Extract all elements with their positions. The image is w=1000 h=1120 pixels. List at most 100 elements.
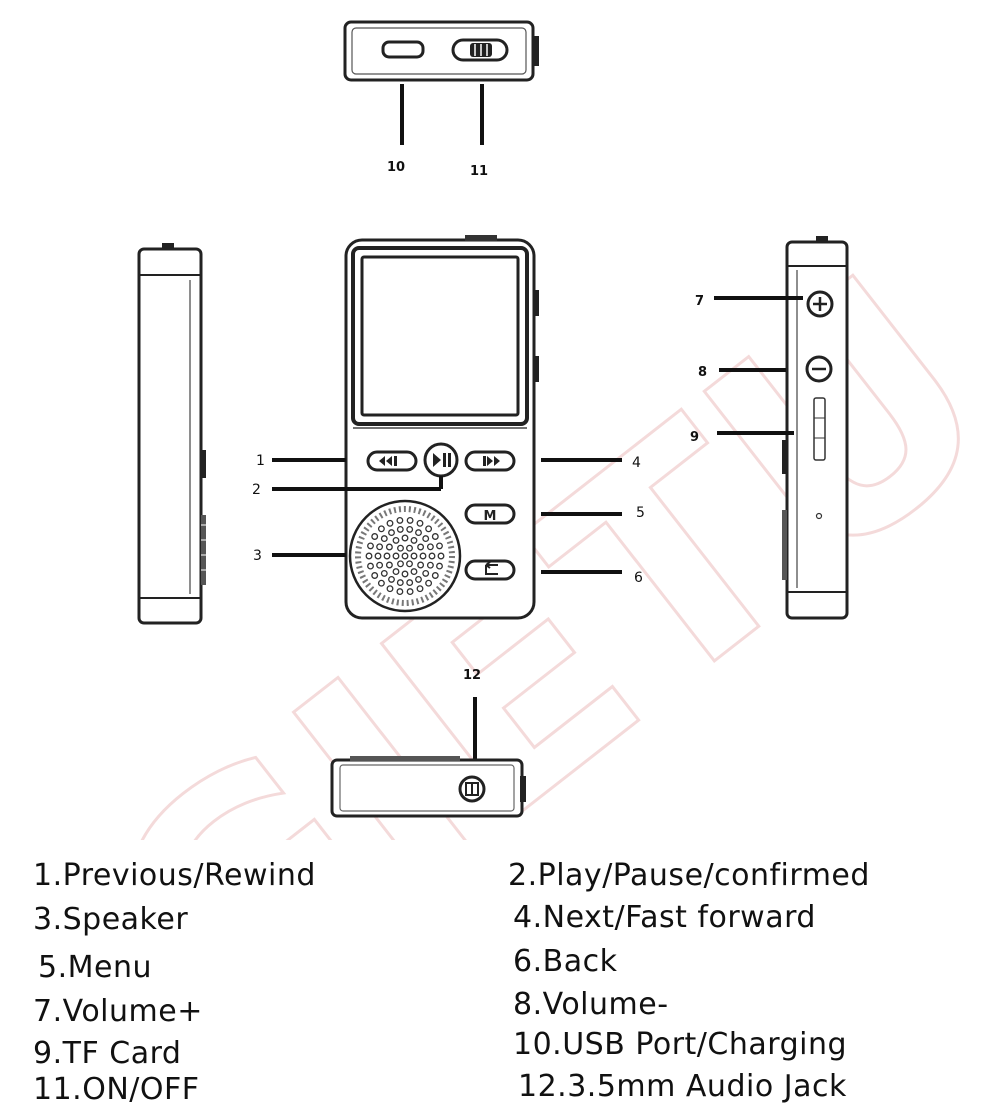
- speaker-grille: [348, 499, 462, 613]
- bottom-view: [330, 756, 526, 818]
- speaker-hole: [383, 552, 391, 560]
- callout-8: 8: [698, 365, 707, 380]
- speaker-hole: [415, 575, 422, 583]
- speaker-hole: [392, 536, 400, 544]
- speaker-hole: [388, 529, 395, 537]
- speaker-hole: [401, 552, 409, 560]
- audio-jack: [458, 775, 486, 803]
- legend-item: 2.Play/Pause/confirmed: [508, 858, 870, 893]
- legend-item-number: 7.: [33, 994, 63, 1029]
- callout-2: 2: [252, 482, 261, 498]
- tf-card-slot[interactable]: [813, 397, 826, 461]
- speaker-hole: [367, 562, 374, 570]
- legend-item-number: 8.: [513, 987, 543, 1022]
- callout-12: 12: [463, 668, 481, 683]
- back-button[interactable]: [464, 559, 516, 581]
- speaker-hole: [422, 569, 430, 577]
- callout-9: 9: [690, 430, 699, 445]
- speaker-hole: [431, 533, 439, 540]
- legend-item-text: USB Port/Charging: [562, 1027, 848, 1062]
- speaker-hole: [397, 560, 404, 568]
- legend-item-text: Volume+: [62, 994, 203, 1029]
- speaker-hole: [392, 552, 400, 560]
- legend-item: 6.Back: [513, 944, 617, 979]
- speaker-hole: [436, 562, 443, 570]
- speaker-hole: [385, 543, 393, 551]
- legend-item: 10.USB Port/Charging: [513, 1027, 847, 1062]
- legend-item-text: Next/Fast forward: [542, 900, 816, 935]
- callout-10: 10: [387, 160, 405, 175]
- speaker-hole: [410, 552, 418, 560]
- speaker-hole: [367, 542, 374, 550]
- speaker-hole: [380, 535, 388, 543]
- legend-item: 3.Speaker: [33, 902, 188, 937]
- legend-item-number: 5.: [38, 950, 68, 985]
- speaker-hole: [386, 585, 394, 593]
- speaker-hole: [425, 525, 433, 533]
- legend-item-number: 10.: [513, 1027, 563, 1062]
- legend-item-number: 11.: [33, 1072, 83, 1107]
- legend-item-text: Play/Pause/confirmed: [537, 858, 870, 893]
- legend-item-number: 1.: [33, 858, 63, 893]
- speaker-hole: [410, 568, 418, 576]
- speaker-hole: [406, 560, 413, 568]
- speaker-hole: [422, 535, 430, 543]
- speaker-hole: [371, 533, 379, 540]
- legend-item-text: Back: [542, 944, 618, 979]
- legend-item-number: 12.: [518, 1069, 568, 1104]
- speaker-hole: [392, 568, 400, 576]
- legend-item-text: Previous/Rewind: [62, 858, 316, 893]
- speaker-hole: [376, 561, 384, 569]
- legend-item-text: Speaker: [62, 902, 189, 937]
- speaker-hole: [437, 552, 445, 560]
- speaker-hole: [419, 552, 427, 560]
- callout-6: 6: [634, 570, 643, 586]
- legend-item-text: TF Card: [62, 1036, 182, 1071]
- legend-item: 12.3.5mm Audio Jack: [518, 1069, 847, 1104]
- speaker-hole: [371, 572, 379, 579]
- menu-button[interactable]: M: [464, 503, 516, 525]
- legend-item: 11.ON/OFF: [33, 1072, 200, 1107]
- speaker-hole: [416, 519, 424, 527]
- legend-item-number: 6.: [513, 944, 543, 979]
- speaker-hole: [396, 588, 404, 596]
- callout-1: 1: [256, 453, 265, 469]
- speaker-hole: [380, 569, 388, 577]
- legend-item: 4.Next/Fast forward: [513, 900, 816, 935]
- legend-item-text: 3.5mm Audio Jack: [567, 1069, 847, 1104]
- legend-item-number: 3.: [33, 902, 63, 937]
- play-pause-button[interactable]: [423, 442, 459, 478]
- callout-5: 5: [636, 505, 645, 521]
- speaker-hole: [396, 579, 404, 587]
- menu-button-label: M: [484, 509, 497, 524]
- next-button[interactable]: [464, 450, 516, 472]
- legend-item-text: Menu: [67, 950, 152, 985]
- legend-item-text: ON/OFF: [82, 1072, 200, 1107]
- speaker-hole: [406, 516, 414, 524]
- speaker-hole: [417, 543, 425, 551]
- speaker-hole: [386, 519, 394, 527]
- speaker-hole: [406, 544, 413, 552]
- speaker-hole: [406, 588, 414, 596]
- legend-item: 7.Volume+: [33, 994, 203, 1029]
- speaker-hole: [365, 552, 373, 560]
- volume-down-button[interactable]: [805, 355, 833, 383]
- speaker-hole: [396, 525, 404, 533]
- speaker-hole: [406, 525, 414, 533]
- speaker-hole: [374, 552, 382, 560]
- legend-item: 1.Previous/Rewind: [33, 858, 316, 893]
- speaker-hole: [397, 544, 404, 552]
- callout-11: 11: [470, 164, 488, 179]
- speaker-hole: [377, 579, 385, 587]
- right-side-view: [782, 236, 849, 620]
- speaker-hole: [415, 529, 422, 537]
- speaker-hole: [388, 575, 395, 583]
- volume-up-button[interactable]: [806, 290, 834, 318]
- speaker-hole: [425, 579, 433, 587]
- speaker-hole: [406, 579, 414, 587]
- legend-item: 9.TF Card: [33, 1036, 181, 1071]
- callout-3: 3: [253, 548, 262, 564]
- callout-7: 7: [695, 294, 704, 309]
- previous-button[interactable]: [366, 450, 418, 472]
- device-diagram: GIETU 10 11: [40, 20, 1000, 840]
